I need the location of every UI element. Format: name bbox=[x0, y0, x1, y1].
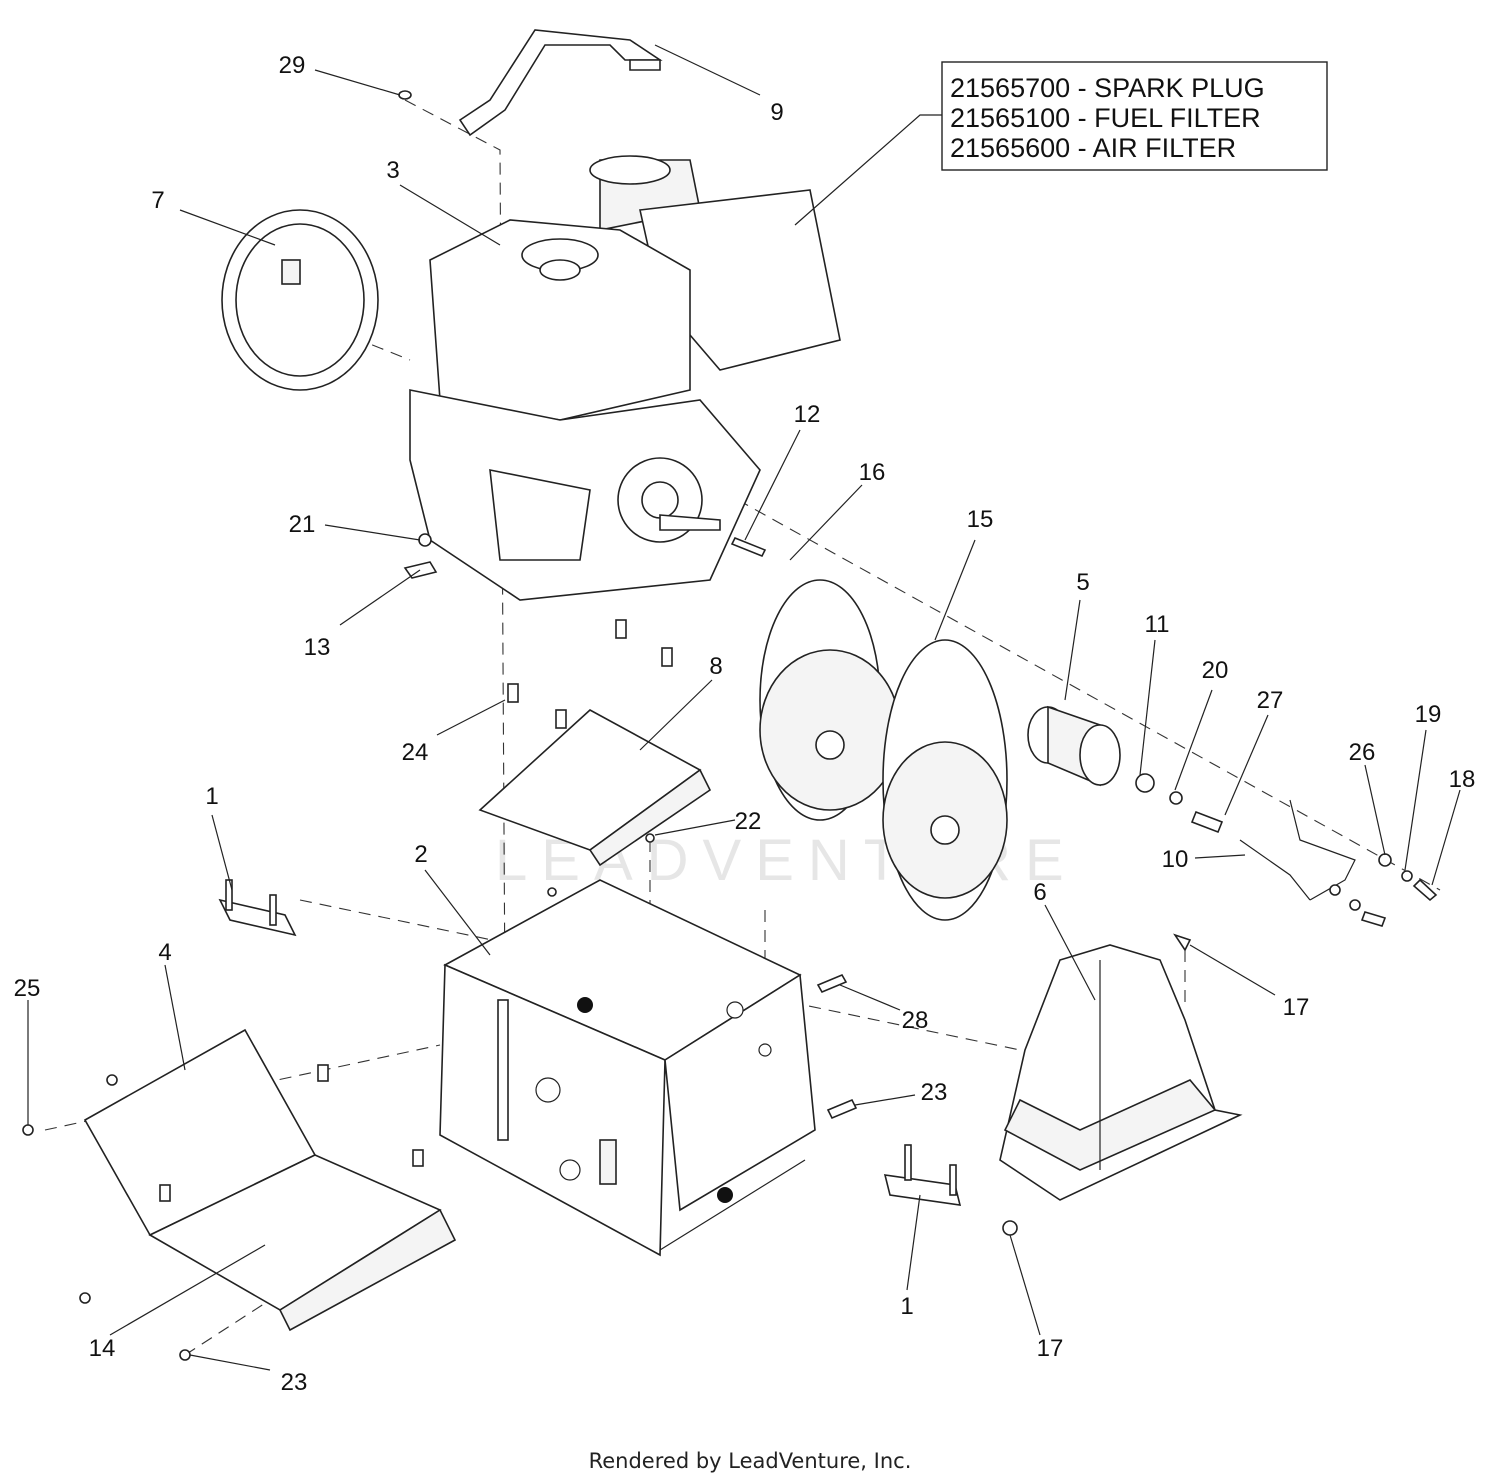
callout-12: 12 bbox=[794, 401, 821, 428]
legend-line-spark-plug: 21565700 - SPARK PLUG bbox=[950, 73, 1265, 103]
part-4-guard bbox=[83, 1028, 457, 1332]
callout-17-top: 17 bbox=[1283, 994, 1310, 1021]
callout-22: 22 bbox=[735, 808, 762, 835]
part-6-belt-cover bbox=[999, 944, 1243, 1201]
engine-studs bbox=[507, 619, 673, 729]
part-16-belt-pulley bbox=[759, 579, 901, 821]
part-12-key bbox=[730, 536, 767, 558]
callout-27: 27 bbox=[1257, 687, 1284, 714]
callout-3: 3 bbox=[386, 157, 399, 184]
callout-23-bottom: 23 bbox=[281, 1369, 308, 1396]
callout-7: 7 bbox=[151, 187, 164, 214]
callout-5: 5 bbox=[1076, 569, 1089, 596]
callout-25: 25 bbox=[14, 975, 41, 1002]
leader-lines bbox=[27, 44, 1461, 1371]
part-1-bracket-top bbox=[218, 879, 297, 937]
callout-13: 13 bbox=[304, 634, 331, 661]
legend-box: 21565700 - SPARK PLUG 21565100 - FUEL FI… bbox=[794, 61, 1328, 226]
callout-19: 19 bbox=[1415, 701, 1442, 728]
part-1-bracket-bottom bbox=[883, 1144, 962, 1206]
callout-20: 20 bbox=[1202, 657, 1229, 684]
part-13-spacer bbox=[403, 561, 438, 579]
callout-labels: 29 9 3 7 12 16 15 21 13 5 11 20 27 19 18… bbox=[14, 52, 1476, 1396]
part-21-nut bbox=[418, 533, 432, 547]
part-15-belt-pulley bbox=[882, 639, 1008, 921]
callout-6: 6 bbox=[1033, 879, 1046, 906]
callout-23-right: 23 bbox=[921, 1079, 948, 1106]
callout-26: 26 bbox=[1349, 739, 1376, 766]
callout-29: 29 bbox=[279, 52, 306, 79]
callout-2: 2 bbox=[414, 841, 427, 868]
callout-14: 14 bbox=[89, 1335, 116, 1362]
callout-8: 8 bbox=[709, 653, 722, 680]
callout-10: 10 bbox=[1162, 846, 1189, 873]
part-2-frame bbox=[439, 879, 816, 1257]
part-7-ring bbox=[221, 209, 379, 391]
callout-24: 24 bbox=[402, 739, 429, 766]
shaft-hardware bbox=[1135, 773, 1438, 902]
callout-4: 4 bbox=[158, 939, 171, 966]
callout-1-bottom: 1 bbox=[900, 1293, 913, 1320]
callout-11: 11 bbox=[1145, 611, 1170, 638]
part-5-pulley-hub bbox=[1027, 705, 1121, 787]
misc-fasteners bbox=[22, 833, 1192, 1361]
callout-16: 16 bbox=[859, 459, 886, 486]
part-9-bracket bbox=[458, 29, 663, 137]
callout-21: 21 bbox=[289, 511, 316, 538]
part-3-engine bbox=[409, 155, 841, 601]
callout-28: 28 bbox=[902, 1007, 929, 1034]
callout-18: 18 bbox=[1449, 766, 1476, 793]
legend-line-fuel-filter: 21565100 - FUEL FILTER bbox=[950, 103, 1261, 133]
legend-line-air-filter: 21565600 - AIR FILTER bbox=[950, 133, 1236, 163]
callout-1-top: 1 bbox=[205, 783, 218, 810]
callout-17-bottom: 17 bbox=[1037, 1335, 1064, 1362]
footer-credit: Rendered by LeadVenture, Inc. bbox=[589, 1449, 912, 1473]
part-29-clip bbox=[398, 90, 412, 100]
callout-15: 15 bbox=[967, 506, 994, 533]
part-10-linkage bbox=[1239, 799, 1387, 927]
callout-9: 9 bbox=[770, 99, 783, 126]
